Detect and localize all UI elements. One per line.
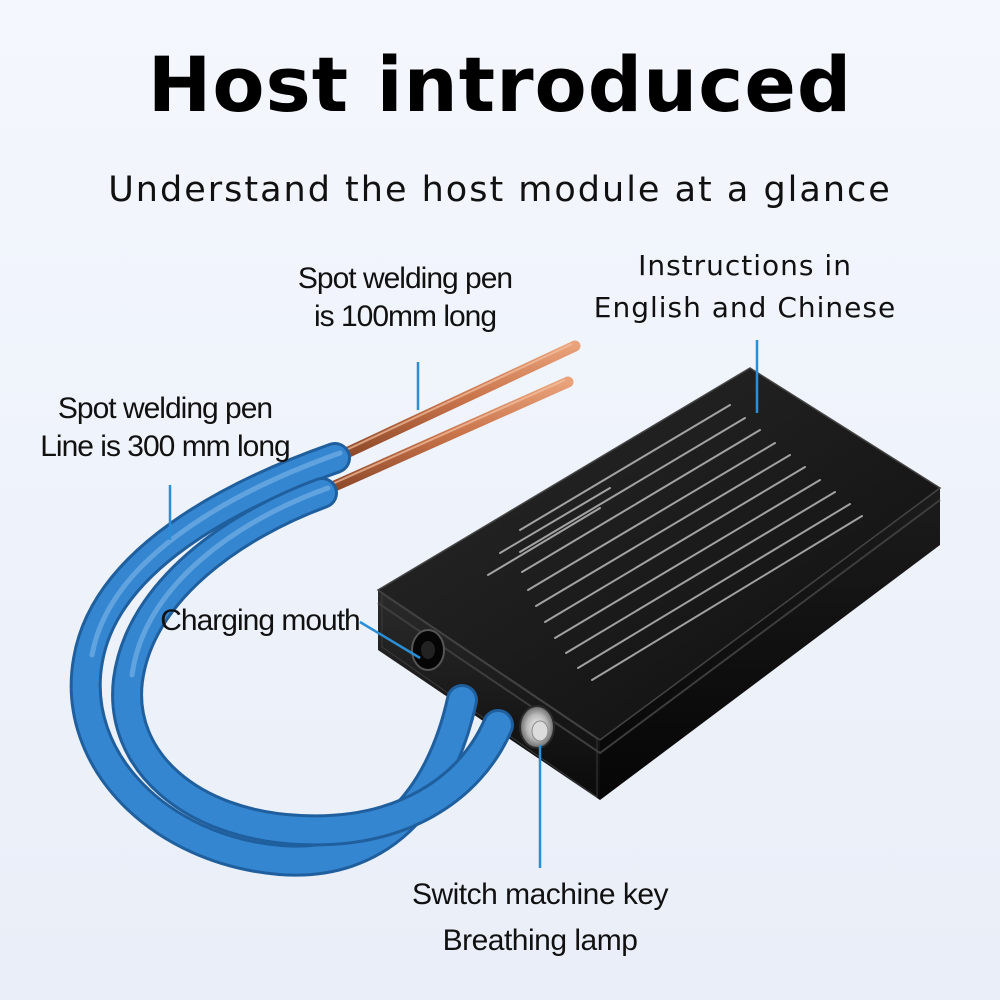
instruction-text-print <box>487 404 863 681</box>
callout-pen-length: Spot welding pen is 100mm long <box>285 260 525 336</box>
welding-pen-cables <box>69 442 514 877</box>
callout-instructions-line2: English and Chinese <box>593 291 897 324</box>
callout-pen-length-line2: is 100mm long <box>313 300 497 333</box>
callout-switch-line2: Breathing lamp <box>442 924 638 957</box>
callout-switch-line1: Switch machine key <box>411 878 669 911</box>
callout-pen-line: Spot welding pen Line is 300 mm long <box>20 390 310 466</box>
callout-pen-length-line1: Spot welding pen <box>297 262 513 295</box>
callout-instructions-line1: Instructions in <box>638 249 852 282</box>
callout-pen-line-line2: Line is 300 mm long <box>40 430 290 463</box>
charging-leader <box>359 620 421 660</box>
callout-lines <box>168 340 759 868</box>
copper-pen-tips <box>324 340 581 494</box>
charging-port[interactable] <box>411 629 445 671</box>
switch-key-breathing-lamp[interactable] <box>519 705 555 749</box>
callout-switch: Switch machine key Breathing lamp <box>390 872 690 964</box>
callout-instructions: Instructions in English and Chinese <box>570 245 920 329</box>
page-subtitle: Understand the host module at a glance <box>108 170 892 210</box>
callout-pen-line-line1: Spot welding pen <box>57 392 273 425</box>
callout-charging: Charging mouth <box>160 602 360 640</box>
page-title: Host introduced <box>147 40 853 129</box>
host-module <box>376 367 942 800</box>
callout-charging-label: Charging mouth <box>160 604 360 637</box>
